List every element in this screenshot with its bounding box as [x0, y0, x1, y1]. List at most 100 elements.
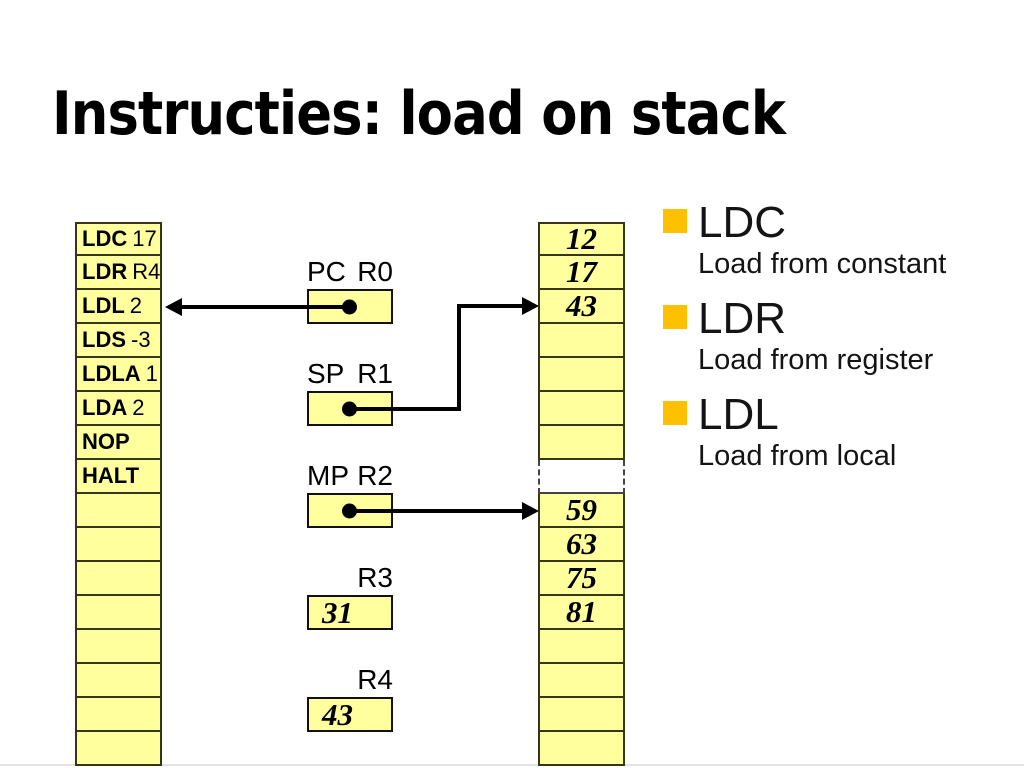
legend-description: Load from local — [698, 440, 897, 472]
arrow-head-sp-to-stack-icon — [522, 297, 539, 315]
legend-item-ldc: LDC Load from constant — [663, 199, 946, 279]
stack-value: 17 — [566, 254, 597, 289]
legend-term: LDC — [698, 198, 787, 247]
stack-cell: 81 — [538, 596, 625, 630]
register-id: R3 — [357, 562, 393, 593]
register-label: R3 — [307, 564, 393, 592]
operand: 1 — [145, 361, 158, 386]
legend-description: Load from register — [698, 344, 934, 376]
register-r4: R4 43 — [307, 666, 393, 732]
operand: 2 — [132, 395, 145, 420]
register-sp-r1: SP R1 — [307, 360, 393, 426]
stack-cell — [538, 732, 625, 766]
stack-value: 43 — [566, 288, 597, 323]
register-label: R4 — [307, 666, 393, 694]
stack-value: 12 — [566, 221, 597, 256]
register-mp-r2: MP R2 — [307, 462, 393, 528]
legend-term: LDR — [698, 294, 787, 343]
stack-cell: 63 — [538, 528, 625, 562]
opcode: LDL — [82, 293, 125, 318]
legend-description: Load from constant — [698, 248, 947, 280]
stack-cell: 75 — [538, 562, 625, 596]
register-id: R4 — [357, 664, 393, 695]
program-cell — [75, 732, 162, 766]
register-id: R0 — [357, 256, 393, 287]
operand: -3 — [131, 327, 151, 352]
opcode: LDA — [82, 395, 128, 420]
opcode: LDR — [82, 259, 128, 284]
bullet-square-icon — [663, 305, 687, 329]
stack-cell — [538, 630, 625, 664]
arrow-head-pc-to-program-icon — [165, 298, 182, 316]
stack-cell: 59 — [538, 494, 625, 528]
stack-cell — [538, 426, 625, 460]
legend-term: LDL — [698, 390, 779, 439]
register-label: MP R2 — [307, 462, 393, 490]
register-pc-r0: PC R0 — [307, 258, 393, 324]
stack-cell — [538, 358, 625, 392]
register-box-r3: 31 — [307, 595, 393, 630]
register-value: 31 — [322, 594, 353, 630]
stack-gap-cell — [538, 460, 625, 494]
opcode: LDLA — [82, 361, 141, 386]
stack-value: 81 — [566, 594, 597, 629]
program-cell — [75, 596, 162, 630]
program-cell — [75, 698, 162, 732]
program-cell: LDS-3 — [75, 324, 162, 358]
opcode: NOP — [82, 429, 130, 454]
arrow-line-sp-h2 — [459, 304, 525, 308]
operand: R4 — [132, 259, 161, 284]
stack-cell — [538, 324, 625, 358]
opcode: LDC — [82, 226, 128, 251]
legend-item-ldr: LDR Load from register — [663, 295, 946, 375]
arrow-head-mp-to-stack-icon — [522, 502, 539, 520]
arrow-line-pc — [178, 305, 350, 309]
legend-item-ldl: LDL Load from local — [663, 391, 946, 471]
register-name: SP — [307, 358, 345, 389]
register-name: MP — [307, 460, 349, 491]
stack-value: 75 — [566, 560, 597, 595]
stack-cell — [538, 698, 625, 732]
register-box-r4: 43 — [307, 697, 393, 732]
stack-cell: 17 — [538, 256, 625, 290]
stack-cell — [538, 664, 625, 698]
stack-cell — [538, 392, 625, 426]
program-cell: HALT — [75, 460, 162, 494]
register-id: R2 — [357, 460, 393, 491]
program-cell — [75, 528, 162, 562]
opcode: HALT — [82, 463, 140, 488]
program-cell: NOP — [75, 426, 162, 460]
legend: LDC Load from constant LDR Load from reg… — [663, 199, 946, 487]
register-label: PC R0 — [307, 258, 393, 286]
arrow-line-mp — [349, 509, 525, 513]
program-cell — [75, 494, 162, 528]
register-value: 43 — [322, 696, 353, 732]
slide-bottom-edge — [0, 764, 1024, 766]
operand: 17 — [132, 226, 157, 251]
stack-value: 63 — [566, 526, 597, 561]
arrow-line-sp-v — [457, 304, 461, 411]
program-cell — [75, 664, 162, 698]
opcode: LDS — [82, 327, 126, 352]
stack-value: 59 — [566, 492, 597, 527]
arrow-line-sp-h1 — [348, 407, 461, 411]
program-cell — [75, 630, 162, 664]
stack-cell: 12 — [538, 222, 625, 256]
operand: 2 — [129, 293, 143, 318]
stack-cell: 43 — [538, 290, 625, 324]
register-label: SP R1 — [307, 360, 393, 388]
slide-title: Instructies: load on stack — [52, 79, 786, 149]
register-name: PC — [307, 256, 346, 287]
program-cell — [75, 562, 162, 596]
bullet-square-icon — [663, 209, 687, 233]
bullet-square-icon — [663, 401, 687, 425]
register-r3: R3 31 — [307, 564, 393, 630]
